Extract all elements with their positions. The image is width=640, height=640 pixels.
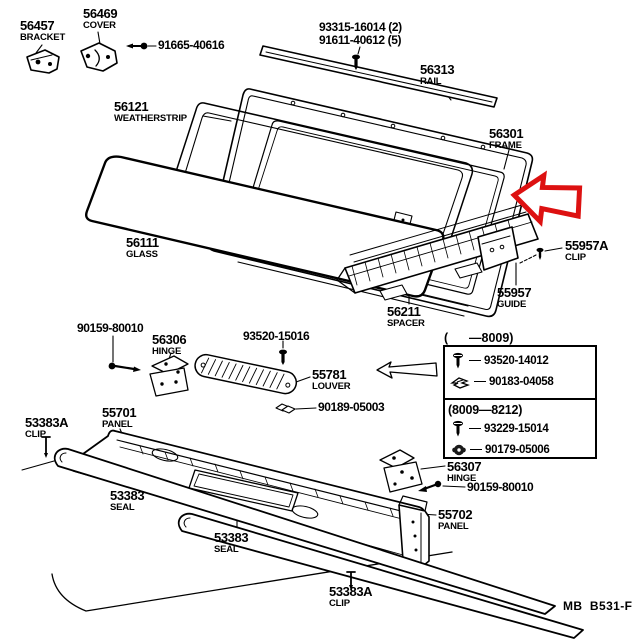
part-number: 56457 <box>20 18 55 33</box>
reference-box: 93520-14012 90183-04058 (8009—8212) 9322… <box>443 345 597 459</box>
refbox-row: 93520-14012 <box>445 350 595 371</box>
bolt-icon-bottom <box>418 480 442 492</box>
refbox-header-mid: (8009—8212) <box>448 403 523 417</box>
clip-icon <box>450 376 470 389</box>
part-label-53383A-top: 53383A CLIP <box>25 415 69 440</box>
part-label-56457: 56457 BRACKET <box>20 19 65 43</box>
part-label-55702: 55702 PANEL <box>438 507 473 532</box>
diagram-code: MB B531-F <box>563 599 633 613</box>
part-label-53383-b: 53383 SEAL <box>214 530 249 555</box>
clip-screw-icon <box>536 247 544 260</box>
seal-a-part <box>53 447 556 615</box>
screw-icon <box>453 420 463 436</box>
bolt-icon-top <box>108 335 141 372</box>
guide-part <box>477 226 519 271</box>
screw-icon <box>453 352 463 368</box>
hinge-right-part <box>379 449 423 493</box>
part-label-56111: 56111 GLASS <box>126 235 159 260</box>
part-label-56313: 56313 RAIL <box>420 62 455 87</box>
part-label-56306: 56306 HINGE <box>152 332 187 357</box>
refbox-row: 90183-04058 <box>445 371 595 392</box>
refbox-row: 93229-15014 <box>445 418 595 439</box>
louver-part <box>194 353 298 395</box>
leader-dash <box>469 360 481 361</box>
cover-part <box>80 42 118 72</box>
part-label-53383A-bottom: 53383A CLIP <box>329 584 373 609</box>
screw-icon <box>352 54 360 70</box>
part-label-55957A: 55957A CLIP <box>565 238 609 263</box>
part-label-55957: 55957 GUIDE <box>497 285 532 310</box>
ground-line <box>51 551 453 612</box>
bolt-icon <box>126 42 157 50</box>
part-label-56301: 56301 FRAME <box>489 126 524 151</box>
hinge-left-part <box>149 355 189 397</box>
bracket-part <box>26 49 60 74</box>
rail-part <box>259 45 498 108</box>
pin-icon-top <box>41 436 51 458</box>
clip-icon-90189 <box>275 403 296 414</box>
part-label-55781: 55781 LOUVER <box>312 367 351 392</box>
leader-dash <box>474 381 486 382</box>
red-arrow-annotation <box>510 170 583 227</box>
refbox-header-top: ( —8009) <box>444 331 514 345</box>
refbox-section-a: 93520-14012 90183-04058 <box>445 347 595 400</box>
part-label-90159-80010-bottom: 90159-80010 <box>467 480 534 494</box>
part-label-91665-40616: 91665-40616 <box>158 38 225 52</box>
part-label-93520-15016: 93520-15016 <box>243 329 310 343</box>
part-label-56469: 56469 COVER <box>83 6 118 31</box>
pin-icon-bottom <box>346 571 356 590</box>
part-name: BRACKET <box>20 32 66 43</box>
part-label-90159-80010-top: 90159-80010 <box>77 321 144 335</box>
part-label-56307: 56307 HINGE <box>447 459 482 484</box>
nut-icon <box>452 444 466 455</box>
reference-arrow-icon <box>376 361 438 379</box>
leader-dash <box>469 428 481 429</box>
leader-dash <box>470 449 482 450</box>
part-label-55701: 55701 PANEL <box>102 405 137 430</box>
refbox-section-b: (8009—8212) 93229-15014 90179-05006 <box>445 400 595 460</box>
part-label-93315-91611: 93315-16014 (2) 91611-40612 (5) <box>319 20 402 47</box>
glass-part <box>84 155 445 298</box>
part-label-53383-a: 53383 SEAL <box>110 488 145 513</box>
part-label-56121: 56121 WEATHERSTRIP <box>114 99 187 124</box>
part-label-56211: 56211 SPACER <box>387 304 425 329</box>
seal-b-part <box>177 512 584 639</box>
screw-icon-2 <box>279 349 287 365</box>
part-label-90189-05003: 90189-05003 <box>318 400 385 414</box>
refbox-row: 90179-05006 <box>445 439 595 460</box>
